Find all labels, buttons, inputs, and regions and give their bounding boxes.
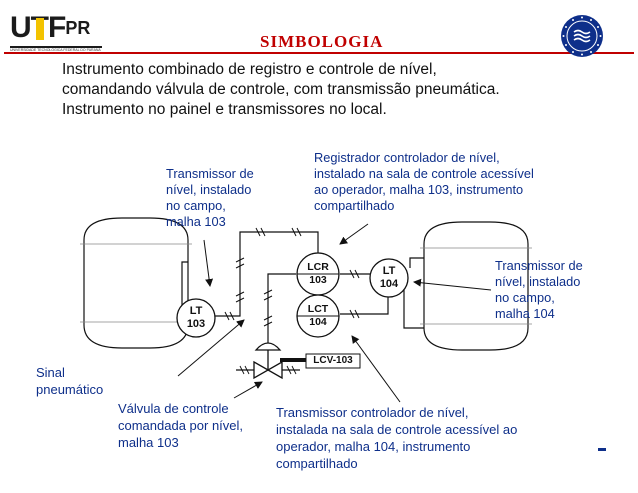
- note-line: nível, instalado: [166, 182, 252, 197]
- note-line: Transmissor controlador de nível,: [276, 405, 469, 420]
- lt104-loop: 104: [379, 278, 399, 290]
- note-line: malha 103: [166, 214, 226, 229]
- note-line: malha 104: [495, 306, 555, 321]
- logo-accent: [36, 18, 44, 40]
- lcr103-loop: 103: [309, 274, 327, 286]
- note-line: no campo,: [166, 198, 226, 213]
- university-seal-icon: [561, 15, 603, 57]
- note-line: compartilhado: [314, 198, 395, 213]
- note-lcr103: Registrador controlador de nível, instal…: [314, 150, 534, 214]
- page-mark: [598, 448, 606, 451]
- lcr103-tag: LCR: [307, 261, 329, 273]
- note-signal: Sinal pneumático: [36, 364, 103, 398]
- pneumatic-hash-marks: [224, 227, 360, 327]
- note-line: pneumático: [36, 382, 104, 397]
- note-line: ao operador, malha 103, instrumento: [314, 182, 524, 197]
- note-lt104: Transmissor de nível, instalado no campo…: [495, 258, 583, 322]
- intro-line: Instrumento combinado de registro e cont…: [62, 61, 437, 78]
- note-line: operador, malha 104, instrumento: [276, 439, 471, 454]
- lcv-tag: LCV-103: [313, 355, 353, 366]
- lt104-bubble: [369, 258, 409, 298]
- lt103-label: LT 103: [177, 305, 215, 331]
- lt104-process-taps: [403, 257, 424, 329]
- note-lct104: Transmissor controlador de nível, instal…: [276, 404, 517, 472]
- utfpr-logo: UTFPR: [10, 12, 106, 48]
- note-line: Transmissor de: [166, 166, 254, 181]
- note-line: instalada na sala de controle acessível …: [276, 422, 518, 437]
- note-valve: Válvula de controle comandada por nível,…: [118, 400, 243, 451]
- note-line: Transmissor de: [495, 258, 583, 273]
- lct104-tag: LCT: [307, 303, 329, 315]
- note-line: Sinal: [36, 365, 65, 380]
- note-line: Válvula de controle: [118, 401, 229, 416]
- lt103-bubble: [176, 298, 216, 338]
- lct104-loop: 104: [309, 316, 327, 328]
- lt104-label: LT 104: [370, 265, 408, 291]
- left-vessel: [80, 217, 192, 349]
- page-title: SIMBOLOGIA: [260, 32, 384, 51]
- lt103-loop: 103: [186, 318, 206, 330]
- lt103-tag: LT: [189, 305, 203, 317]
- leader-arrows: [177, 223, 492, 403]
- lt104-tag: LT: [382, 265, 396, 277]
- note-line: instalado na sala de controle acessível: [314, 166, 534, 181]
- note-line: malha 103: [118, 435, 179, 450]
- note-line: no campo,: [495, 290, 555, 305]
- logo-subtitle: UNIVERSIDADE TECNOLÓGICA FEDERAL DO PARA…: [10, 48, 101, 52]
- intro-line: comandando válvula de controle, com tran…: [62, 81, 500, 98]
- note-line: comandada por nível,: [118, 418, 244, 433]
- lcv-tag-box: [305, 353, 361, 369]
- intro-text: Instrumento combinado de registro e cont…: [62, 60, 602, 120]
- note-line: nível, instalado: [495, 274, 581, 289]
- right-vessel: [420, 221, 532, 351]
- title-divider: [4, 52, 634, 54]
- note-line: Registrador controlador de nível,: [314, 150, 500, 165]
- logo-underline: [10, 46, 102, 48]
- lct104-bubble: [296, 294, 340, 338]
- intro-line: Instrumento no painel e transmissores no…: [62, 101, 387, 118]
- lcr103-label: LCR 103: [298, 261, 338, 287]
- lct104-label: LCT 104: [298, 303, 338, 329]
- note-lt103: Transmissor de nível, instalado no campo…: [166, 166, 254, 230]
- note-line: compartilhado: [276, 456, 358, 471]
